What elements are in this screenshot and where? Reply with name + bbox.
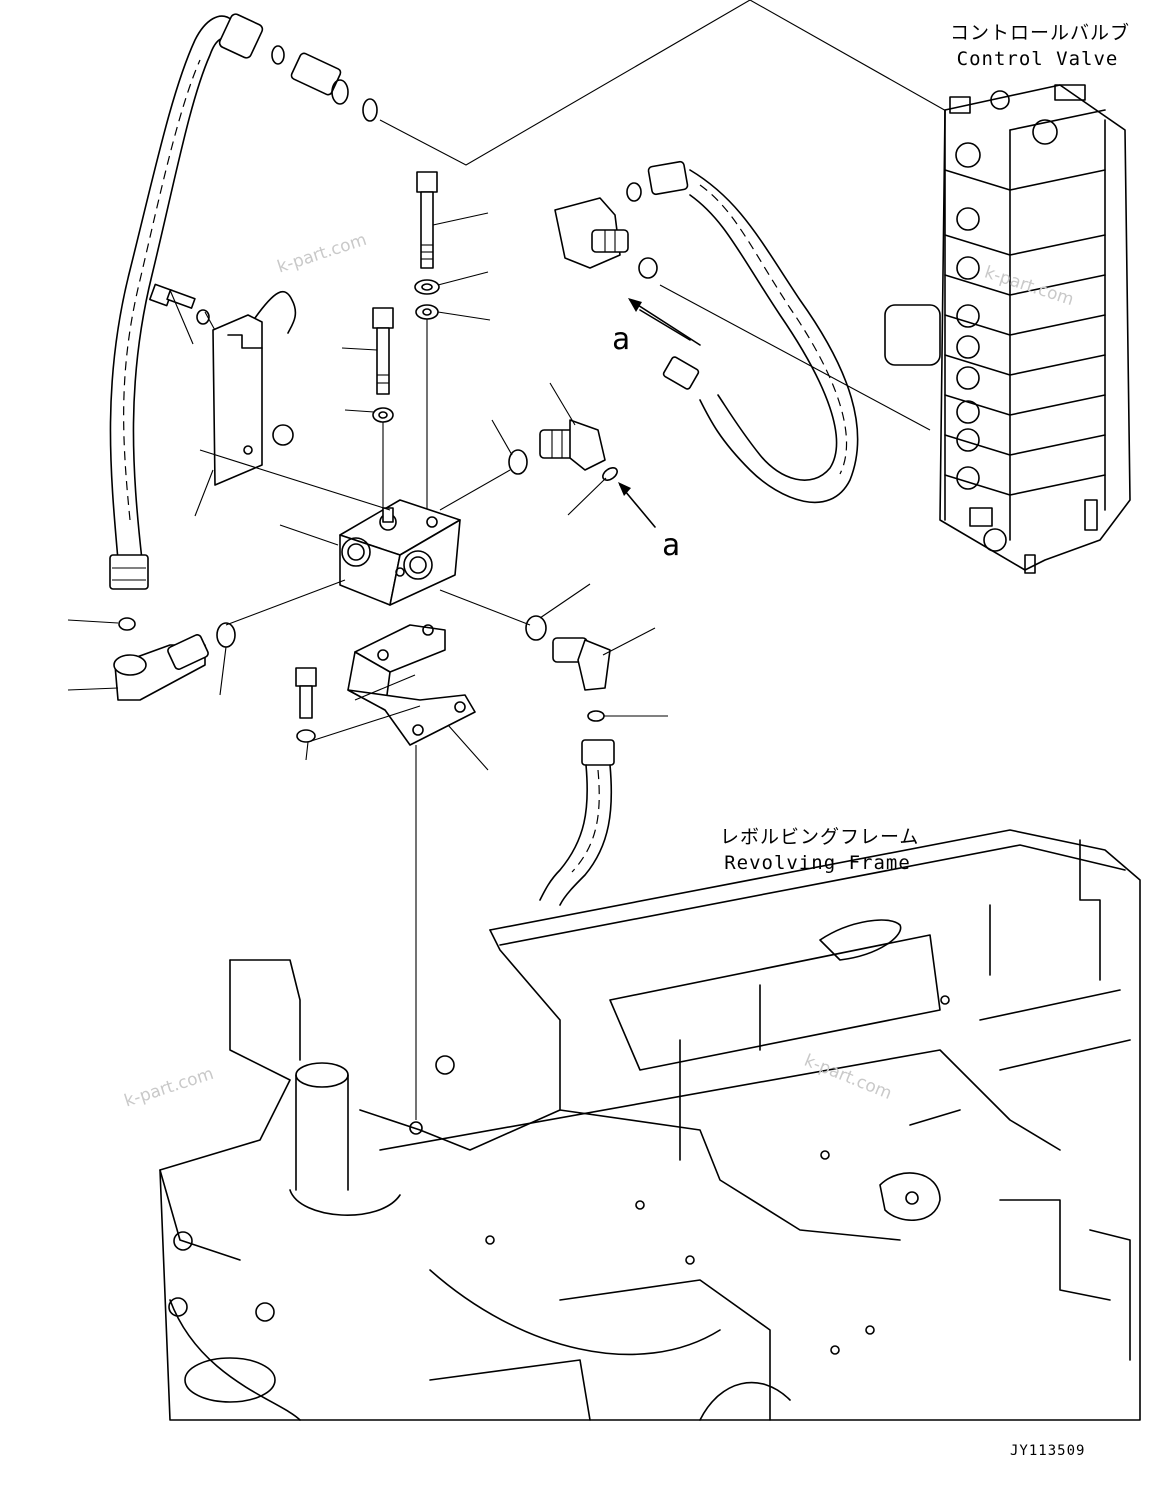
elbow-fitting-lower-right — [552, 627, 668, 722]
bracket-tether — [194, 290, 297, 517]
elbow-fitting-left — [67, 617, 236, 701]
control-valve-label-jp: コントロールバルブ — [950, 22, 1131, 44]
control-valve — [884, 84, 1131, 574]
figure-code: JY113509 — [1010, 1443, 1086, 1459]
elbow-fitting-upper — [554, 197, 629, 269]
hose-middle — [626, 160, 859, 504]
fitting-top — [271, 45, 378, 122]
mounting-bracket — [305, 624, 489, 771]
bolts-washers — [149, 171, 440, 743]
valve-block — [279, 499, 461, 606]
elbow-fitting-right — [539, 382, 606, 471]
revolving-frame — [159, 829, 1141, 1421]
control-valve-label-en: Control Valve — [956, 48, 1119, 70]
revolving-frame-label-en: Revolving Frame — [724, 852, 911, 874]
hose-upper-left — [109, 13, 264, 590]
arrow-marker-lower: a — [662, 528, 681, 563]
revolving-frame-label-jp: レボルビングフレーム — [720, 826, 920, 848]
hose-lower — [539, 739, 615, 906]
arrow-marker-upper: a — [612, 322, 631, 357]
